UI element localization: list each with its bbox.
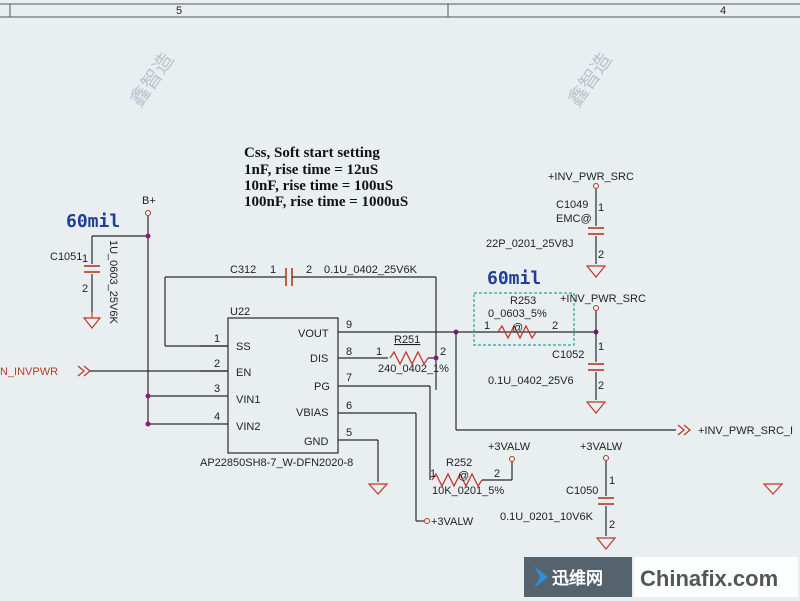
c1049-pin2: 2 bbox=[598, 249, 604, 261]
u22-pin4-num: 4 bbox=[214, 411, 220, 423]
c1050-pin1: 1 bbox=[609, 475, 615, 487]
c312-value: 0.1U_0402_25V6K bbox=[324, 264, 418, 276]
u22-pin2-num: 2 bbox=[214, 358, 220, 370]
note-line-3: 10nF, rise time = 100uS bbox=[244, 178, 393, 194]
capacitor-c312: C312 1 2 0.1U_0402_25V6K bbox=[164, 264, 437, 390]
width-note-left: 60mil bbox=[66, 211, 120, 232]
r253-at: @ bbox=[512, 322, 523, 334]
c1052-value: 0.1U_0402_25V6 bbox=[488, 375, 574, 387]
r252-ref: R252 bbox=[446, 457, 472, 469]
c1050-pin2: 2 bbox=[609, 519, 615, 531]
u22-pin8-num: 8 bbox=[346, 346, 352, 358]
sheet-frame: 5 4 bbox=[0, 3, 800, 18]
u22-pin-vbias: VBIAS bbox=[296, 407, 328, 419]
r251-pin1: 1 bbox=[376, 346, 382, 358]
c1051-pin2: 2 bbox=[82, 283, 88, 295]
u22-pin3-num: 3 bbox=[214, 383, 220, 395]
u22-pin-dis: DIS bbox=[310, 353, 328, 365]
inv-pwr-src-out-label: +INV_PWR_SRC_I bbox=[698, 425, 793, 437]
en-net-label: N_INVPWR bbox=[0, 366, 58, 378]
r253-ref: R253 bbox=[510, 295, 536, 307]
c312-pin1: 1 bbox=[270, 264, 276, 276]
c1049-ref: C1049 bbox=[556, 199, 588, 211]
u22-pin-vin2: VIN2 bbox=[236, 421, 260, 433]
c1052-pin2: 2 bbox=[598, 380, 604, 392]
c1050-ref: C1050 bbox=[566, 485, 598, 497]
c1049-pin1: 1 bbox=[598, 202, 604, 214]
vout-net: +INV_PWR_SRC_I bbox=[338, 329, 793, 437]
u22-pin7-num: 7 bbox=[346, 372, 352, 384]
r252-value: 10K_0201_5% bbox=[432, 485, 504, 497]
u22-pin-vin1: VIN1 bbox=[236, 394, 260, 406]
valw1-label: +3VALW bbox=[488, 441, 531, 453]
u22-pin1-num: 1 bbox=[214, 333, 220, 345]
xunwei-logo-icon bbox=[534, 566, 548, 588]
capacitor-c1050: +3VALW C1050 1 2 0.1U_0201_10V6K bbox=[500, 441, 623, 550]
r251-value: 240_0402_1% bbox=[378, 363, 449, 375]
r251-ref: R251 bbox=[394, 334, 420, 346]
u22-part: AP22850SH8-7_W-DFN2020-8 bbox=[200, 457, 353, 469]
c1051-value: 1U_0603_25V6K bbox=[107, 240, 119, 324]
gnd-net bbox=[338, 439, 389, 495]
r253-pin1: 1 bbox=[484, 320, 490, 332]
r252-pin1: 1 bbox=[430, 468, 436, 480]
watermark-right: 鑫智造 bbox=[563, 49, 616, 111]
r252-pin2: 2 bbox=[494, 468, 500, 480]
resistor-r253: R253 0_0603_5% 1 @ 2 bbox=[473, 292, 599, 346]
u22-pin-pg: PG bbox=[314, 381, 330, 393]
r253-pin2: 2 bbox=[552, 320, 558, 332]
resistor-r252: +3VALW R252 1 @ 2 10K_0201_5% bbox=[338, 385, 531, 497]
c1052-ref: C1052 bbox=[552, 349, 584, 361]
c1049-opt: EMC@ bbox=[556, 213, 592, 225]
c312-pin2: 2 bbox=[306, 264, 312, 276]
resistor-r251: R251 1 2 240_0402_1% bbox=[338, 334, 449, 375]
c1052-pin1: 1 bbox=[598, 341, 604, 353]
u22-pin-gnd: GND bbox=[304, 436, 329, 448]
inv-pwr-src-2-label: +INV_PWR_SRC bbox=[560, 293, 646, 305]
u22-pin5-num: 5 bbox=[346, 427, 352, 439]
c312-ref: C312 bbox=[230, 264, 256, 276]
capacitor-c1051: C1051 1 2 1U_0603_25V6K bbox=[50, 236, 119, 329]
valw3-label: +3VALW bbox=[580, 441, 623, 453]
vbias-net: +3VALW bbox=[338, 412, 474, 528]
note-line-1: Css, Soft start setting bbox=[244, 145, 380, 161]
u22-pin-vout: VOUT bbox=[298, 328, 329, 340]
r251-pin2: 2 bbox=[440, 346, 446, 358]
u22-pin-en: EN bbox=[236, 367, 251, 379]
inv-pwr-src-label: +INV_PWR_SRC bbox=[548, 171, 634, 183]
capacitor-c1049: +INV_PWR_SRC C1049 EMC@ 1 2 22P_0201_25V… bbox=[486, 171, 634, 278]
r253-value: 0_0603_5% bbox=[488, 308, 547, 320]
site-logos: 迅维网 Chinafix.com bbox=[524, 557, 798, 597]
chinafix-logo-bg bbox=[634, 557, 798, 597]
c1049-value: 22P_0201_25V8J bbox=[486, 238, 573, 250]
u22-pin-ss: SS bbox=[236, 341, 251, 353]
u22-pin9-num: 9 bbox=[346, 319, 352, 331]
note-line-4: 100nF, rise time = 1000uS bbox=[244, 194, 408, 210]
u22-pin6-num: 6 bbox=[346, 400, 352, 412]
frame-col-5: 5 bbox=[176, 5, 182, 17]
soft-start-note: Css, Soft start setting 1nF, rise time =… bbox=[244, 145, 408, 210]
r252-at: @ bbox=[458, 470, 469, 482]
chinafix-logo-text: Chinafix.com bbox=[640, 566, 778, 591]
valw2-label: +3VALW bbox=[431, 516, 474, 528]
en-net: N_INVPWR bbox=[0, 365, 228, 378]
inv-pwr-src-2: +INV_PWR_SRC bbox=[560, 293, 646, 332]
xunwei-logo-text: 迅维网 bbox=[552, 568, 603, 588]
width-note-right: 60mil bbox=[487, 268, 541, 289]
c1051-ref: C1051 bbox=[50, 251, 82, 263]
u22-ref: U22 bbox=[230, 306, 250, 318]
bplus-label: B+ bbox=[142, 195, 156, 207]
frame-col-4: 4 bbox=[720, 5, 726, 17]
bplus-rail: B+ bbox=[92, 195, 228, 427]
ic-u22: U22 AP22850SH8-7_W-DFN2020-8 1 2 3 4 SS … bbox=[200, 306, 353, 469]
capacitor-c1052: C1052 1 2 0.1U_0402_25V6 bbox=[488, 332, 607, 414]
c1050-value: 0.1U_0201_10V6K bbox=[500, 511, 594, 523]
c1051-pin1: 1 bbox=[82, 253, 88, 265]
watermark-left: 鑫智造 bbox=[125, 49, 178, 111]
note-line-2: 1nF, rise time = 12uS bbox=[244, 162, 378, 178]
